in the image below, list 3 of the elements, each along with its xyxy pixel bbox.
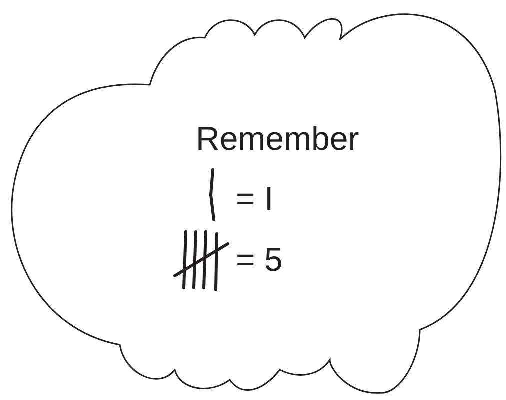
equation-text: = I [236,182,274,215]
heading-text: Remember [196,122,360,155]
equation-text: = 5 [236,243,283,276]
